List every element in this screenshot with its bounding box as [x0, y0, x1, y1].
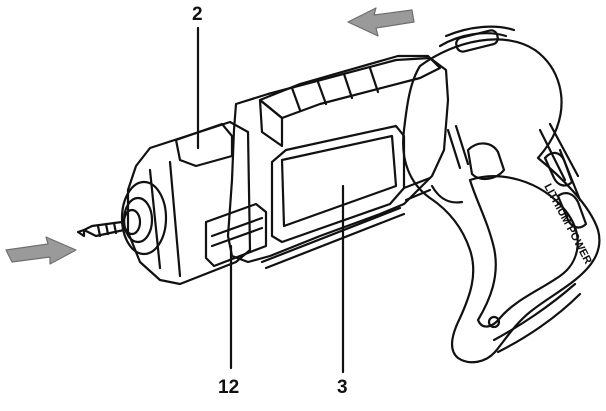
switch-button: [466, 142, 506, 180]
chuck-face: [120, 180, 168, 256]
collar-outline: [126, 120, 252, 286]
side-panel: [270, 124, 406, 244]
collar-grip: [204, 202, 268, 268]
bit-tip: [76, 228, 86, 238]
chuck-core: [122, 208, 142, 236]
grip-panel: [468, 175, 579, 328]
arrow-right-icon: [5, 236, 77, 265]
handle-vent: [455, 29, 499, 53]
grip-rib: [548, 122, 580, 178]
handle-ridge: [444, 25, 516, 38]
lower-rail: [260, 206, 406, 270]
side-panel-inset: [280, 134, 398, 228]
body-seam: [402, 176, 432, 202]
switch-slot: [454, 124, 470, 166]
bit-holder-sleeve: [174, 122, 234, 168]
trigger-edge: [430, 184, 464, 204]
lanyard-hole: [487, 315, 501, 329]
top-housing: [258, 54, 442, 120]
callout-label-2: 2: [192, 4, 203, 25]
callout-label-12: 12: [218, 377, 240, 398]
housing-side: [258, 98, 284, 148]
grip-rib: [556, 192, 588, 229]
barrel-outline: [226, 56, 450, 264]
grip-rib: [538, 128, 567, 182]
switch-slot: [446, 128, 462, 170]
callout-label-3: 3: [337, 377, 348, 398]
handle-outline: [402, 38, 601, 364]
handle-base: [496, 292, 582, 354]
collar-grip-lines: [210, 216, 264, 248]
handle-base: [492, 282, 577, 342]
grip-rib: [543, 151, 574, 187]
arrow-top-left-icon: [347, 7, 415, 37]
top-ribs: [290, 66, 380, 112]
bit-flutes: [96, 221, 118, 238]
collar-facets: [148, 160, 182, 278]
screwdriver-bit: [82, 220, 126, 238]
